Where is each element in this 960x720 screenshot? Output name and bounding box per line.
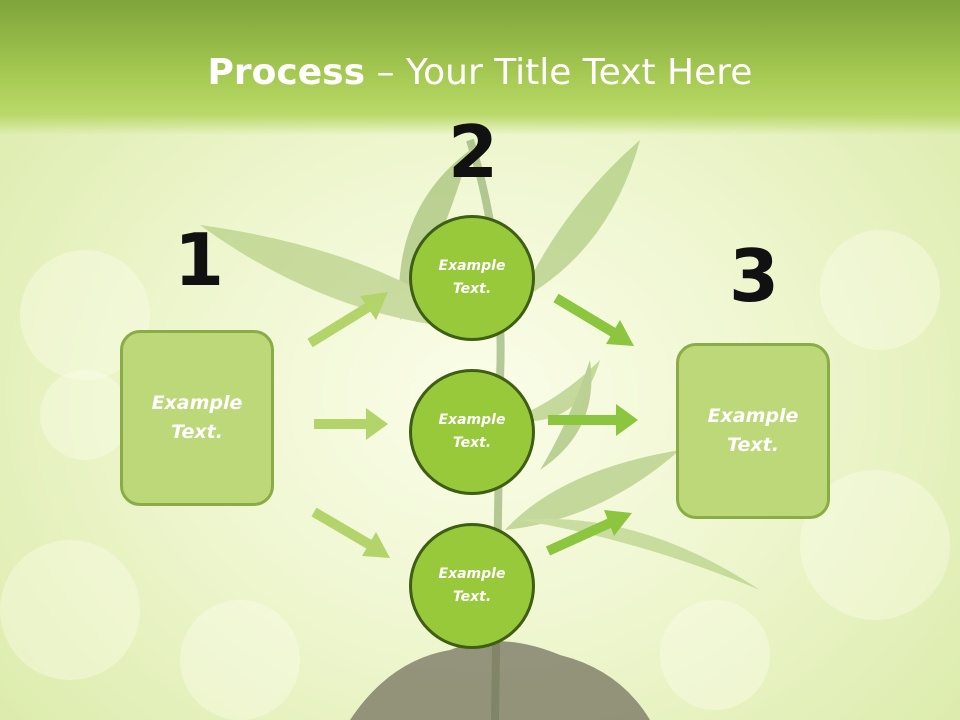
step-1-text: Example Text. [151,392,243,443]
bokeh-light [0,540,140,680]
bokeh-light [660,600,770,710]
step-2-node-top: Example Text. [409,215,535,341]
node-text: Example Text. [438,412,506,451]
bokeh-light [820,230,940,350]
bokeh-light [40,370,130,460]
step-3-text: Example Text. [707,405,799,456]
step-2-node-bottom: Example Text. [409,523,535,649]
title-rest: – Your Title Text Here [365,52,753,93]
step-number-3: 3 [728,234,780,318]
arrow-right-middle [548,404,638,436]
arrow-right-up [545,510,632,556]
step-number-1: 1 [173,218,225,302]
title-bold: Process [207,52,366,93]
page-title: Process – Your Title Text Here [0,52,960,93]
arrow-left-middle [314,408,388,440]
arrow-left-up [307,292,388,348]
arrow-left-down [311,507,390,558]
step-1-box: Example Text. [120,330,274,506]
title-band [0,0,960,135]
step-3-box: Example Text. [676,343,830,519]
arrow-right-down [553,293,634,346]
bokeh-light [180,600,300,720]
step-2-node-middle: Example Text. [409,369,535,495]
node-text: Example Text. [438,566,506,605]
step-number-2: 2 [447,110,499,194]
node-text: Example Text. [438,258,506,297]
